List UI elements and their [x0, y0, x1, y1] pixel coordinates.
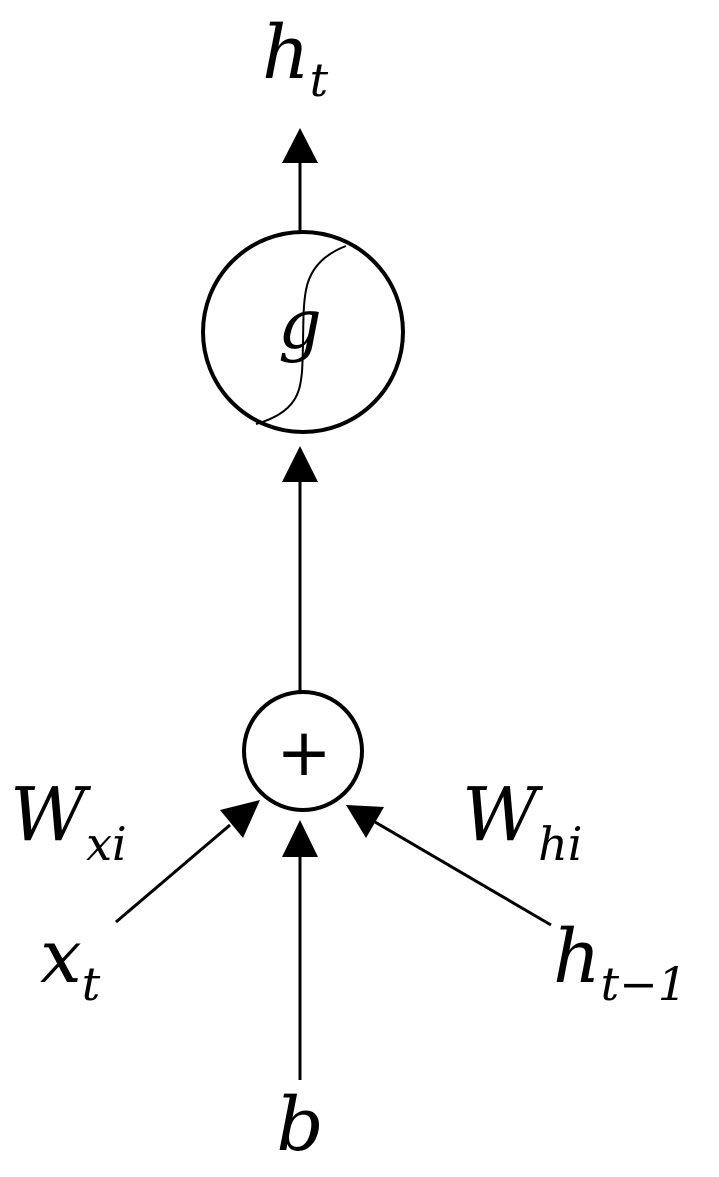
bias-label: b	[276, 1082, 323, 1168]
input-weight-label: Wxi	[10, 772, 127, 871]
prev-hidden-label: ht−1	[553, 914, 687, 1011]
sum-to-activation-arrowhead	[282, 446, 318, 482]
input-arrowhead	[220, 800, 260, 838]
hidden-weight-label: Whi	[462, 772, 582, 871]
bias-arrowhead	[282, 820, 318, 857]
input-arrow-line	[115, 823, 231, 924]
activation-node	[201, 230, 405, 434]
input-label: xt	[40, 914, 101, 1011]
sum-node	[242, 690, 364, 812]
prev-hidden-arrow-line	[374, 820, 552, 927]
output-arrowhead	[282, 128, 318, 163]
sigmoid-curve-icon	[255, 245, 347, 425]
output-label: ht	[262, 10, 329, 107]
plus-symbol: +	[276, 714, 331, 791]
prev-hidden-arrowhead	[346, 805, 384, 838]
activation-label: g	[278, 286, 322, 365]
